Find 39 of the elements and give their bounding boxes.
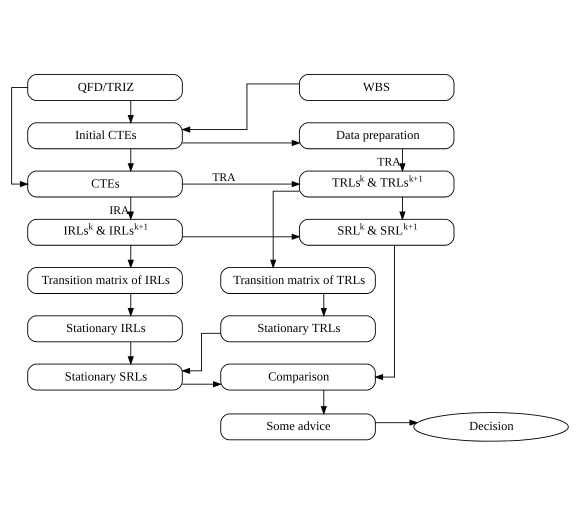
- arrow: [374, 420, 418, 426]
- node-box: Comparison: [220, 364, 376, 390]
- node-box: CTEs: [27, 170, 183, 198]
- node-box: Stationary IRLs: [27, 315, 183, 342]
- arrow: [182, 381, 222, 388]
- arrow: [182, 140, 301, 146]
- arrow: [128, 100, 134, 124]
- node-box: SRL$^{k}$ & SRL$^{k+1}$: [298, 218, 454, 246]
- arrow: [128, 148, 134, 172]
- arrow: [399, 196, 406, 220]
- arrow: [182, 180, 301, 188]
- arrow: [128, 245, 134, 269]
- arrow: [128, 342, 134, 366]
- arrow: [11, 87, 29, 188]
- node-box: Stationary TRLs: [220, 315, 376, 342]
- arrow: [181, 332, 222, 374]
- arrow: [128, 293, 134, 317]
- arrow: [270, 190, 300, 269]
- node-box: Data preparation: [298, 122, 454, 150]
- arrow: [181, 84, 300, 133]
- arrow: [182, 234, 301, 240]
- arrow: [374, 244, 395, 380]
- node-box: Transition matrix of IRLs: [27, 267, 183, 294]
- arrow: [320, 293, 327, 317]
- arrow: [320, 390, 327, 416]
- arrow: [399, 148, 406, 172]
- arrow: [128, 196, 134, 220]
- node-box: Initial CTEs: [27, 122, 183, 150]
- node-box: Stationary SRLs: [27, 364, 183, 390]
- node-box: TRLs$^{k}$ & TRLs$^{k+1}$: [298, 170, 454, 198]
- edge-label: IRA: [109, 204, 130, 217]
- node-box: IRLs$^{k}$ & IRLs$^{k+1}$: [27, 218, 183, 246]
- node-box: Some advice: [220, 414, 376, 440]
- edge-label: TRA: [212, 170, 236, 184]
- node-box: WBS: [298, 74, 454, 101]
- node-ellipse: Decision: [413, 412, 569, 442]
- node-box: QFD/TRIZ: [27, 74, 183, 101]
- node-box: Transition matrix of TRLs: [220, 267, 376, 294]
- edge-label: TRA: [377, 156, 401, 169]
